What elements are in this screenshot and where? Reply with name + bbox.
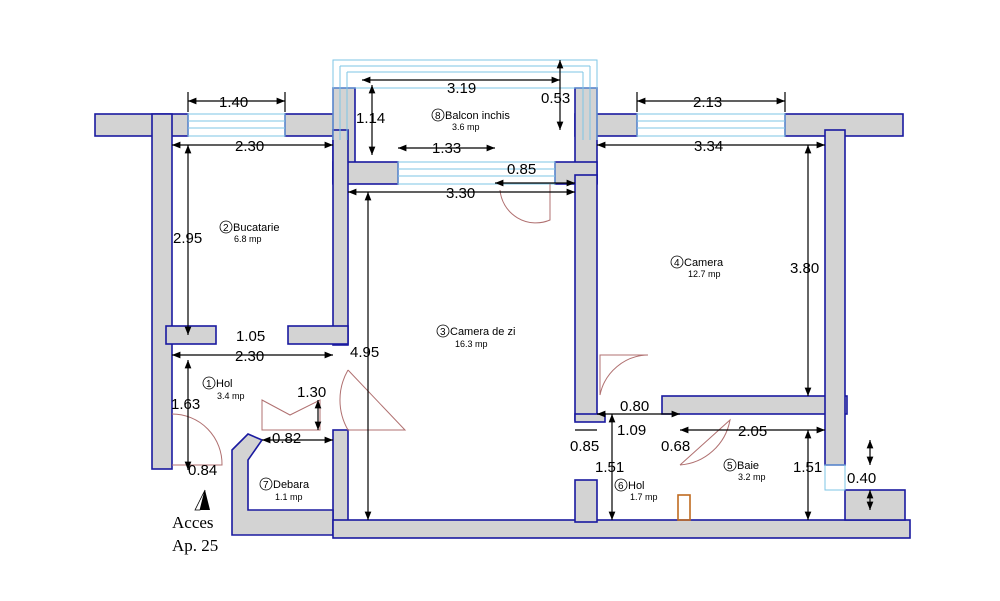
svg-text:1.7 mp: 1.7 mp	[630, 492, 658, 502]
wall-top-left	[94, 113, 189, 137]
room-label-6: 6 Hol 1.7 mp	[614, 478, 658, 502]
svg-text:Bucatarie: Bucatarie	[233, 222, 279, 234]
dim-2-13: 2.13	[693, 94, 722, 111]
door-entrance	[171, 413, 223, 466]
dimension-lines	[172, 60, 874, 520]
bath-fixture	[677, 494, 691, 521]
wall-stub-bottom	[574, 479, 598, 523]
room-label-5: 5 Baie 3.2 mp	[723, 458, 766, 482]
svg-text:6: 6	[618, 481, 624, 492]
room-label-1: 1 Hol 3.4 mp	[202, 376, 245, 401]
dim-0-40: 0.40	[847, 470, 876, 487]
svg-text:2: 2	[223, 223, 229, 234]
svg-text:Baie: Baie	[737, 460, 759, 472]
dim-1-51-left: 1.51	[595, 459, 624, 476]
wall-left-outer	[151, 113, 173, 470]
dim-1-09: 1.09	[617, 422, 646, 439]
dim-3-19: 3.19	[447, 80, 476, 97]
dim-1-40: 1.40	[219, 94, 248, 111]
svg-text:7: 7	[263, 480, 269, 491]
door-balcony	[499, 184, 551, 224]
dim-0-80: 0.80	[620, 398, 649, 415]
dim-2-95: 2.95	[173, 230, 202, 247]
svg-text:Camera de zi: Camera de zi	[450, 326, 515, 338]
dim-2-30-mid: 2.30	[235, 348, 264, 365]
svg-text:12.7 mp: 12.7 mp	[688, 269, 721, 279]
room-label-4: 4 Camera 12.7 mp	[670, 255, 724, 279]
access-marker: Acces Ap. 25	[172, 489, 218, 555]
svg-text:Camera: Camera	[684, 257, 724, 269]
dim-1-30: 1.30	[297, 384, 326, 401]
svg-text:Debara: Debara	[273, 479, 310, 491]
dim-1-14: 1.14	[356, 110, 385, 127]
svg-text:Hol: Hol	[216, 378, 233, 390]
window-bath	[824, 464, 846, 491]
door-living	[339, 369, 407, 431]
wall-top-kitchen-right	[284, 113, 341, 137]
svg-text:Balcon inchis: Balcon inchis	[445, 110, 510, 122]
dim-0-85-bottom: 0.85	[570, 438, 599, 455]
wall-kitchen-bottom-right	[287, 325, 349, 345]
access-label: Acces	[172, 513, 214, 532]
door-room4	[599, 354, 649, 396]
wall-debara	[231, 433, 334, 536]
windows	[187, 59, 846, 491]
dim-1-63: 1.63	[171, 396, 200, 413]
wall-room4-bottom	[661, 395, 848, 415]
window-balcony-inner	[397, 161, 556, 185]
door-hall-debara	[261, 399, 321, 431]
dim-0-82: 0.82	[272, 430, 301, 447]
svg-text:3.6 mp: 3.6 mp	[452, 122, 480, 132]
wall-hol6-top	[574, 413, 606, 423]
svg-text:8: 8	[435, 111, 441, 122]
wall-kitchen-bottom-left	[165, 325, 217, 345]
dimension-labels: 1.40 2.30 2.95 1.05 2.30 1.63 1.30 0.82 …	[171, 80, 876, 487]
dim-0-85-top: 0.85	[507, 161, 536, 178]
dim-0-53: 0.53	[541, 90, 570, 107]
svg-text:3: 3	[440, 327, 446, 338]
svg-text:Hol: Hol	[628, 480, 645, 492]
door-bath	[679, 418, 731, 466]
dim-0-68: 0.68	[661, 438, 690, 455]
svg-text:6.8 mp: 6.8 mp	[234, 234, 262, 244]
svg-text:1: 1	[206, 379, 212, 390]
dim-3-30: 3.30	[446, 185, 475, 202]
svg-text:3.4 mp: 3.4 mp	[217, 391, 245, 401]
dim-0-84: 0.84	[188, 462, 217, 479]
dim-1-05: 1.05	[236, 328, 265, 345]
dim-1-33: 1.33	[432, 140, 461, 157]
wall-right-low	[844, 489, 906, 521]
room-label-7: 7 Debara 1.1 mp	[259, 477, 310, 502]
room-label-2: 2 Bucatarie 6.8 mp	[219, 220, 279, 244]
wall-bottom	[332, 519, 911, 539]
dim-3-34: 3.34	[694, 138, 723, 155]
dim-2-05: 2.05	[738, 423, 767, 440]
wall-living-right	[574, 174, 598, 421]
window-room	[636, 113, 786, 137]
room-labels: 1 Hol 3.4 mp 2 Bucatarie 6.8 mp 3 Camera…	[202, 108, 766, 502]
window-kitchen	[187, 113, 286, 137]
svg-text:3.2 mp: 3.2 mp	[738, 472, 766, 482]
wall-kitchen-right	[332, 129, 349, 346]
dim-1-51-right: 1.51	[793, 459, 822, 476]
walls	[94, 87, 911, 539]
svg-text:1.1 mp: 1.1 mp	[275, 492, 303, 502]
svg-text:16.3 mp: 16.3 mp	[455, 339, 488, 349]
svg-text:4: 4	[674, 258, 680, 269]
dim-4-95: 4.95	[350, 344, 379, 361]
wall-right-outer	[824, 129, 846, 466]
dim-3-80: 3.80	[790, 260, 819, 277]
room-label-8: 8 Balcon inchis 3.6 mp	[431, 108, 510, 132]
access-apartment: Ap. 25	[172, 536, 218, 555]
dim-2-30-top: 2.30	[235, 138, 264, 155]
room-label-3: 3 Camera de zi 16.3 mp	[436, 324, 515, 349]
svg-text:5: 5	[727, 461, 733, 472]
